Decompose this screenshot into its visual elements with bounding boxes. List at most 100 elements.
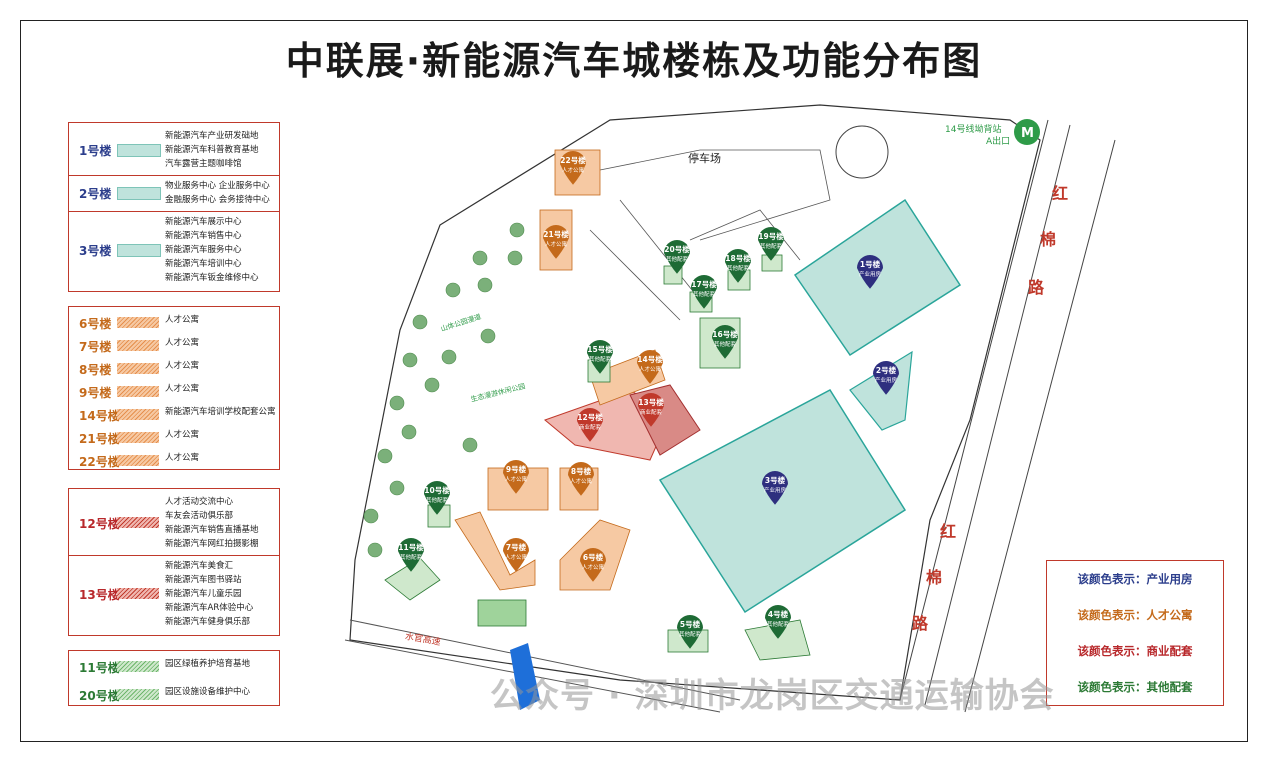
road-hongmian-char-1a: 红 [1052, 184, 1069, 203]
page-title: 中联展·新能源汽车城楼栋及功能分布图 [285, 39, 983, 83]
pin-marker[interactable] [577, 408, 603, 442]
pin-marker[interactable] [587, 340, 613, 374]
metro-icon[interactable] [1014, 119, 1040, 145]
legend-building-number: 21号楼 [79, 432, 120, 446]
legend-description: 园区绿植养护培育基地 [165, 657, 250, 671]
pin-sublabel: 产业用房 [859, 270, 882, 278]
pin-label: 8号楼 [571, 466, 592, 476]
pin-sublabel: 产业用房 [875, 376, 898, 384]
pin-marker[interactable] [691, 275, 717, 309]
pin-marker[interactable] [762, 471, 788, 505]
pin-marker[interactable] [677, 615, 703, 649]
sports-field [477, 599, 527, 627]
pin-marker[interactable] [712, 325, 738, 359]
pin-label: 5号楼 [680, 619, 701, 629]
pin-marker[interactable] [503, 538, 529, 572]
legend-building-number: 14号楼 [79, 409, 120, 423]
pin-marker[interactable] [560, 151, 586, 185]
legend-row: 7号楼人才公寓 [69, 336, 279, 356]
legend-swatch [117, 689, 159, 700]
building-7-shape[interactable] [454, 511, 536, 591]
pin-marker[interactable] [873, 361, 899, 395]
legend-swatch [117, 409, 159, 420]
legend-description-line: 新能源汽车图书驿站 [165, 575, 242, 585]
legend-description-line: 人才公寓 [165, 361, 200, 371]
pin-sublabel: 其他配套 [666, 255, 689, 263]
legend-swatch [117, 386, 159, 397]
pin-marker[interactable] [638, 393, 664, 427]
legend-divider [69, 211, 279, 212]
legend-row: 14号楼新能源汽车培训学校配套公寓 [69, 405, 279, 425]
legend-swatch [117, 661, 159, 672]
pin-marker[interactable] [580, 548, 606, 582]
pin-sublabel: 其他配套 [714, 340, 737, 348]
legend-row: 21号楼 人才公寓 [69, 428, 279, 448]
pin-sublabel: 人才公寓 [505, 553, 528, 561]
legend-description-line: 人才公寓 [165, 338, 200, 348]
pin-marker[interactable] [543, 225, 569, 259]
road-hongmian-char-3a: 路 [1028, 278, 1045, 297]
pin-sublabel: 人才公寓 [582, 563, 605, 571]
building-3-shape[interactable] [658, 389, 907, 614]
pin-sublabel: 其他配套 [767, 620, 790, 628]
legend-description: 新能源汽车产业研发础地新能源汽车科普教育基地汽车露营主题咖啡馆 [165, 129, 259, 171]
pin-marker[interactable] [637, 350, 663, 384]
pin-label: 22号楼 [560, 155, 586, 165]
legend-description: 人才公寓 [165, 428, 199, 442]
building-pins[interactable]: 1号楼产业用房2号楼产业用房3号楼产业用房4号楼其他配套5号楼其他配套6号楼人才… [398, 151, 899, 649]
legend-building-number: 8号楼 [79, 363, 112, 377]
pin-sublabel: 其他配套 [693, 290, 716, 298]
pin-label: 16号楼 [712, 329, 738, 339]
legend-swatch [117, 187, 161, 200]
pin-marker[interactable] [664, 240, 690, 274]
pin-label: 14号楼 [637, 354, 663, 364]
pin-label: 12号楼 [577, 412, 603, 422]
legend-building-number: 20号楼 [79, 689, 120, 703]
legend-description-line: 新能源汽车钣金维修中心 [165, 273, 259, 283]
pin-marker[interactable] [398, 538, 424, 572]
legend-description-line: 新能源汽车科普教育基地 [165, 145, 259, 155]
legend-description-line: 新能源汽车AR体验中心 [165, 603, 254, 613]
legend-row: 2号楼物业服务中心 企业服务中心金融服务中心 会务接待中心 [69, 179, 279, 207]
pin-label: 3号楼 [765, 475, 786, 485]
pin-marker[interactable] [568, 462, 594, 496]
legend-description: 新能源汽车展示中心新能源汽车销售中心新能源汽车服务中心新能源汽车培训中心新能源汽… [165, 215, 259, 285]
pin-sublabel: 人才公寓 [545, 240, 568, 248]
pin-marker[interactable] [503, 460, 529, 494]
pin-sublabel: 人才公寓 [639, 365, 662, 373]
pin-sublabel: 其他配套 [426, 496, 449, 504]
pin-marker[interactable] [857, 255, 883, 289]
pin-marker[interactable] [758, 227, 784, 261]
pin-sublabel: 商业配套 [579, 423, 602, 431]
legend-swatch [117, 340, 159, 351]
trees [363, 222, 525, 558]
pin-marker[interactable] [725, 249, 751, 283]
legend-description-line: 人才公寓 [165, 315, 200, 325]
pin-marker[interactable] [765, 605, 791, 639]
pin-marker[interactable] [424, 481, 450, 515]
